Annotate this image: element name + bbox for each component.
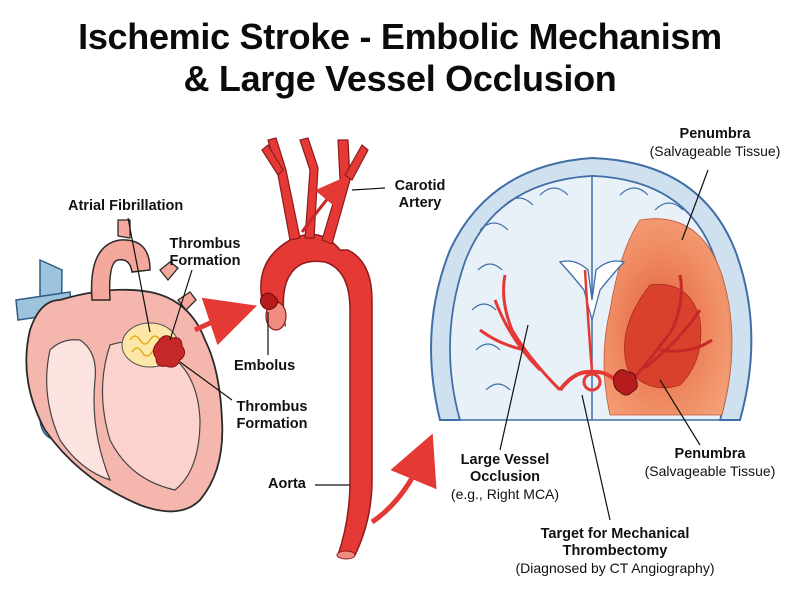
label-thrombus-bottom-line1: Thrombus (236, 399, 308, 415)
lateral-ventricles (558, 260, 626, 323)
basilar-artery-ring (582, 372, 602, 392)
right-mca-branches (622, 274, 713, 391)
label-penumbra-top: Penumbra (Salvageable Tissue) (640, 126, 790, 160)
atrial-thrombus (152, 335, 186, 368)
label-aorta: Aorta (268, 476, 306, 492)
label-lvo-line1: Large Vessel (460, 452, 550, 468)
label-thrombus-top-line2: Formation (169, 253, 241, 269)
label-thrombus-formation-top: Thrombus Formation (160, 236, 250, 270)
aorta-vessel (260, 233, 373, 556)
embolus-clot (259, 292, 279, 311)
carotid-right-branch (321, 139, 351, 245)
brain-cross-section (430, 156, 753, 421)
label-thrombus-formation-bottom: Thrombus Formation (226, 399, 318, 433)
right-ventricle (46, 339, 112, 481)
carotid-left-fork (261, 144, 284, 176)
arrow-aorta-to-brain (370, 433, 437, 525)
label-large-vessel-occlusion: Large Vessel Occlusion (e.g., Right MCA) (440, 452, 570, 503)
leader-thrombus-bottom (179, 361, 233, 401)
label-target-line2: Thrombectomy (562, 543, 668, 559)
arrow-heart-to-aorta (193, 297, 257, 346)
heart-vessel-stub-3 (177, 291, 197, 311)
leader-lines (127, 169, 709, 521)
label-atrial-fibrillation: Atrial Fibrillation (68, 198, 184, 214)
mca-occlusion-clot (613, 369, 638, 396)
label-penumbra-bottom-title: Penumbra (674, 446, 746, 462)
aca-branches (583, 269, 594, 373)
aorta-bottom-cut (336, 550, 356, 560)
left-mca-branches (479, 274, 562, 392)
label-thrombus-bottom-line2: Formation (236, 416, 308, 432)
carotid-right-fork (344, 144, 369, 181)
label-thrombectomy-target: Target for Mechanical Thrombectomy (Diag… (490, 526, 740, 577)
leader-penumbra-top (681, 169, 709, 241)
label-penumbra-bottom: Penumbra (Salvageable Tissue) (630, 446, 790, 480)
label-penumbra-top-sub: (Salvageable Tissue) (649, 143, 781, 159)
label-penumbra-top-title: Penumbra (679, 126, 751, 142)
diagram-title: Ischemic Stroke - Embolic Mechanism & La… (0, 16, 800, 100)
label-penumbra-bottom-sub: (Salvageable Tissue) (644, 463, 776, 479)
leader-lvo (499, 324, 529, 451)
title-line-1: Ischemic Stroke - Embolic Mechanism (78, 16, 722, 57)
leader-penumbra-bottom (659, 379, 701, 446)
aorta (259, 137, 373, 560)
infarct-core (624, 284, 702, 389)
label-lvo-line2: Occlusion (469, 469, 541, 485)
label-carotid-artery: Carotid Artery (386, 178, 454, 212)
leader-target (581, 394, 611, 521)
carotid-mid-branch (299, 137, 319, 239)
label-carotid-line2: Artery (398, 195, 442, 211)
label-embolus: Embolus (234, 358, 296, 374)
label-lvo-sub: (e.g., Right MCA) (450, 486, 560, 502)
heart-vessel-stub-2 (159, 261, 179, 282)
leader-thrombus-top (169, 269, 193, 341)
label-target-sub: (Diagnosed by CT Angiography) (515, 560, 715, 576)
leader-carotid (351, 187, 386, 191)
title-line-2: & Large Vessel Occlusion (183, 58, 617, 99)
heart-vessel-stub-1 (117, 219, 131, 239)
leader-atrial-fib (127, 217, 151, 333)
arrow-embolus-to-carotid (300, 176, 346, 233)
label-thrombus-top-line1: Thrombus (169, 236, 241, 252)
label-carotid-line1: Carotid (394, 178, 446, 194)
label-target-line1: Target for Mechanical (540, 526, 690, 542)
brain-gyri (471, 187, 684, 391)
